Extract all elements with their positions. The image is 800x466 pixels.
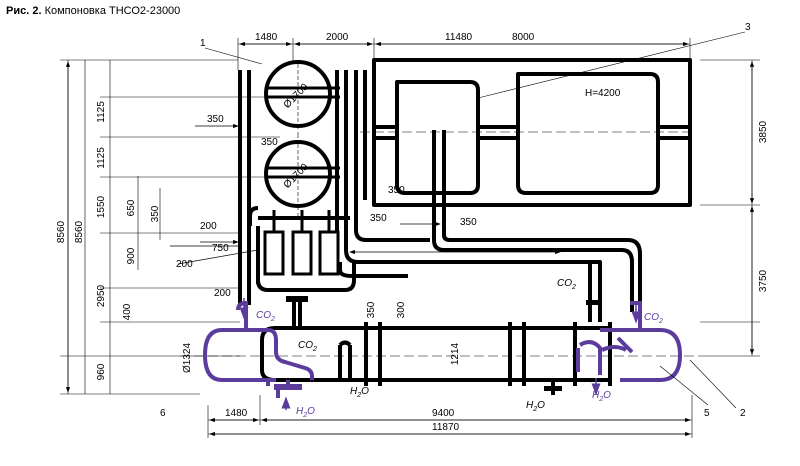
dim-left-8560-b: 8560 bbox=[74, 220, 85, 243]
dim-350-g: 350 bbox=[366, 301, 377, 318]
callout-2: 2 bbox=[740, 408, 746, 419]
dim-200-a: 200 bbox=[200, 221, 217, 232]
dim-350-e: 350 bbox=[370, 213, 387, 224]
dim-height-4200: H=4200 bbox=[585, 88, 621, 99]
label-co2-tank: CO2 bbox=[298, 340, 317, 353]
dim-left-650: 650 bbox=[126, 199, 137, 216]
dim-750: 750 bbox=[212, 243, 229, 254]
dim-200-c: 200 bbox=[214, 288, 231, 299]
label-h2o-outlet: H2O bbox=[592, 390, 611, 403]
label-co2-left: CO2 bbox=[256, 310, 275, 323]
vessel-sphere-bottom bbox=[264, 140, 340, 208]
dim-bottom-9400: 9400 bbox=[432, 408, 455, 419]
dim-left-1125-b: 1125 bbox=[96, 147, 107, 169]
dim-bottom-11870: 11870 bbox=[432, 422, 460, 433]
dim-diameter-1324: Ø1324 bbox=[182, 343, 193, 373]
dim-350-f: 350 bbox=[460, 217, 477, 228]
dim-350-b: 350 bbox=[261, 137, 278, 148]
dim-bottom-1480: 1480 bbox=[225, 408, 248, 419]
label-h2o-bottom: H2O bbox=[526, 400, 545, 413]
h2o-inlet-flange bbox=[274, 384, 302, 390]
dim-left-1550: 1550 bbox=[96, 195, 107, 218]
callout-1: 1 bbox=[200, 38, 206, 49]
co2-fitting bbox=[286, 296, 308, 302]
dim-300: 300 bbox=[396, 301, 407, 318]
dim-left-960: 960 bbox=[96, 363, 107, 380]
callout-leaders bbox=[204, 31, 746, 409]
label-co2-riser: CO2 bbox=[557, 278, 576, 291]
figure-caption: Компоновка ТНСО2-23000 bbox=[44, 5, 181, 17]
figure-number: Рис. 2. bbox=[6, 5, 42, 17]
vessel-sphere-top bbox=[264, 60, 340, 128]
dim-left-2950: 2950 bbox=[96, 284, 107, 307]
dim-top-1480: 1480 bbox=[255, 32, 278, 43]
pipework bbox=[238, 58, 692, 395]
page-title: Рис. 2. Компоновка ТНСО2-23000 bbox=[6, 5, 180, 17]
dim-200-b: 200 bbox=[176, 259, 193, 270]
dim-1214: 1214 bbox=[450, 342, 461, 365]
callout-3: 3 bbox=[745, 22, 751, 33]
dim-350-c: 350 bbox=[150, 205, 161, 222]
label-h2o-drain: H2O bbox=[350, 386, 369, 399]
dim-350-d: 350 bbox=[388, 185, 405, 196]
callout-5: 5 bbox=[704, 408, 710, 419]
h2o-fitting bbox=[544, 386, 562, 391]
dim-top-11480: 11480 bbox=[445, 32, 473, 43]
dim-top-8000: 8000 bbox=[512, 32, 535, 43]
label-h2o-inlet: H2O bbox=[296, 406, 315, 419]
dim-left-1125-a: 1125 bbox=[96, 101, 107, 123]
compressor-units bbox=[263, 210, 340, 276]
dim-top-2000: 2000 bbox=[326, 32, 349, 43]
dim-left-900: 900 bbox=[126, 247, 137, 264]
co2-fitting-right bbox=[586, 300, 602, 305]
dim-right-3850: 3850 bbox=[758, 120, 769, 143]
dim-350-a: 350 bbox=[207, 114, 224, 125]
dim-right-3750: 3750 bbox=[758, 269, 769, 292]
callout-6: 6 bbox=[160, 408, 166, 419]
dim-left-8560-a: 8560 bbox=[56, 220, 67, 243]
label-co2-right: CO2 bbox=[644, 312, 663, 325]
dim-left-400: 400 bbox=[122, 303, 133, 320]
